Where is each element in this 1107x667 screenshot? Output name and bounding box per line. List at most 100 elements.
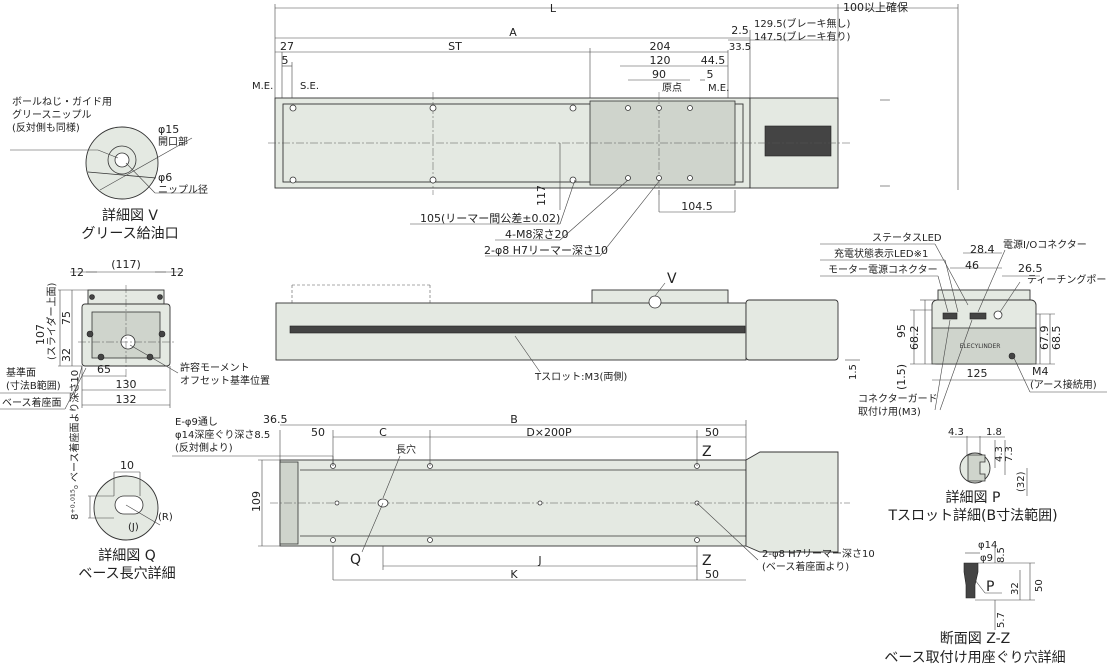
detail-v-title: 詳細図 V <box>102 208 158 224</box>
bolt-icon <box>429 104 437 112</box>
dim-50c: 50 <box>705 568 719 581</box>
note-e-hole-2: φ14深座ぐり深さ8.5 <box>175 428 270 441</box>
label-r: (R) <box>158 512 173 523</box>
dim-1-5: 1.5 <box>848 364 859 380</box>
label-me2: M.E. <box>708 83 729 94</box>
right-end-view: ELECYLINDER ステータスLED 充電状態表示LED※1 モーター電源コ… <box>820 232 1107 418</box>
dim-C: C <box>379 426 387 439</box>
detail-p-title: 詳細図 P <box>946 490 1001 506</box>
top-view: L 100以上確保 A 129.5(ブレーキ無し) 147.5(ブレーキ有り) … <box>252 0 959 257</box>
dim-125: 125 <box>967 367 988 380</box>
dim-5-7: 5.7 <box>996 612 1007 628</box>
note-reamer-pitch: 105(リーマー間公差±0.02) <box>420 211 560 225</box>
dim-46: 46 <box>965 259 979 272</box>
dim-12b: 12 <box>170 266 184 279</box>
detail-p-subtitle: Tスロット詳細(B寸法範囲) <box>887 507 1057 524</box>
dim-brake: 147.5(ブレーキ有り) <box>754 30 851 43</box>
dim-phi14: φ14 <box>978 540 997 551</box>
note-m8: 4-M8深さ20 <box>505 228 568 241</box>
dim-27: 27 <box>280 40 294 53</box>
label-q: Q <box>350 552 361 568</box>
dim-5a: 5 <box>282 54 289 67</box>
note-grease-1: ボールねじ・ガイド用 <box>12 96 112 108</box>
section-zz: φ14 φ9 8.5 P 32 50 5.7 断面図 Z-Z ベース取付け用座ぐ… <box>884 540 1065 666</box>
detail-q-title: 詳細図 Q <box>98 548 155 564</box>
section-zz-title: 断面図 Z-Z <box>940 631 1010 647</box>
dim-J: J <box>537 554 541 567</box>
bolt-icon <box>569 104 577 112</box>
label-p: P <box>986 579 994 595</box>
label-moment-2: オフセット基準位置 <box>180 374 270 387</box>
dim-104-5: 104.5 <box>681 200 713 213</box>
label-guard-2: 取付け用(M3) <box>858 405 921 418</box>
note-grease-3: (反対側も同様) <box>12 121 80 134</box>
t-slot <box>289 325 746 334</box>
label-earth: (アース接続用) <box>1030 378 1097 391</box>
bottom-view: E-φ9通し φ14深座ぐり深さ8.5 (反対側より) 36.5 B 50 C … <box>172 413 875 581</box>
label-guard-1: コネクターガード <box>858 393 938 405</box>
dim-117-ref: (117) <box>111 258 141 271</box>
bolt-icon <box>569 176 577 184</box>
left-end-view: (117) 12 12 107 (スライダー上面) 75 32 65 130 1… <box>0 258 270 410</box>
dim-50-zz: 50 <box>1034 579 1045 592</box>
side-view: V Tスロット:M3(両側) 1.5 <box>275 271 860 383</box>
dim-1-5-ref: (1.5) <box>895 364 908 390</box>
label-status-led: ステータスLED <box>872 232 942 244</box>
side-motor <box>745 299 839 361</box>
dim-1-8: 1.8 <box>986 427 1002 438</box>
detail-q-subtitle: ベース長穴詳細 <box>78 566 175 582</box>
dim-120: 120 <box>650 54 671 67</box>
detail-v: ボールねじ・ガイド用 グリースニップル (反対側も同様) φ15 開口部 φ6 … <box>10 96 208 242</box>
section-z-top: Z <box>702 444 712 460</box>
brand-logo: ELECYLINDER <box>960 343 1001 350</box>
dim-4-3b: 4.3 <box>994 446 1005 462</box>
dim-32-zz: 32 <box>1010 582 1021 595</box>
dim-204: 204 <box>650 40 671 53</box>
label-base-face: ベース着座面 <box>2 396 62 409</box>
grease-nipple-icon <box>648 295 662 309</box>
dim-phi9: φ9 <box>980 553 993 564</box>
detail-p: 4.3 1.8 4.3 7.3 (32) 詳細図 P Tスロット詳細(B寸法範囲… <box>887 427 1057 524</box>
bolt-icon <box>429 176 437 184</box>
dim-depth: 8⁺⁰·⁰¹⁵₀ ベース着座面より深さ10 <box>68 370 81 520</box>
dim-K: K <box>510 568 518 581</box>
dim-109: 109 <box>250 491 263 512</box>
dim-7-3: 7.3 <box>1004 446 1015 462</box>
detail-q: 8⁺⁰·⁰¹⁵₀ ベース着座面より深さ10 10 (J) (R) 詳細図 Q ベ… <box>68 370 176 582</box>
label-slot: 長穴 <box>396 443 416 456</box>
bottom-motor <box>745 451 839 553</box>
label-me1: M.E. <box>252 81 273 92</box>
dim-D: D×200P <box>526 426 572 439</box>
dim-clearance: 100以上確保 <box>843 0 908 14</box>
label-nipple: ニップル径 <box>158 183 208 196</box>
dim-26-5: 26.5 <box>1018 262 1043 275</box>
dim-67-9: 67.9 <box>1038 326 1051 351</box>
label-opening: 開口部 <box>158 135 188 148</box>
label-v: V <box>667 271 677 287</box>
bolt-icon <box>289 176 297 184</box>
dim-ST: ST <box>448 40 462 53</box>
dim-phi6: φ6 <box>158 171 172 184</box>
note-reamer-bottom-2: (ベース着座面より) <box>762 560 849 573</box>
dim-33-5: 33.5 <box>729 42 751 53</box>
dim-50b: 50 <box>705 426 719 439</box>
dim-B: B <box>510 413 518 426</box>
label-moment-1: 許容モーメント <box>180 361 250 374</box>
dim-2-5: 2.5 <box>731 24 749 37</box>
motor-fins <box>764 125 832 157</box>
dim-phi15: φ15 <box>158 123 179 136</box>
note-reamer: 2-φ8 H7リーマー深さ10 <box>484 244 608 257</box>
dim-68-2: 68.2 <box>908 326 921 351</box>
dim-12a: 12 <box>70 266 84 279</box>
bolt-icon <box>289 104 297 112</box>
dim-107: 107 <box>34 324 47 345</box>
label-origin: 原点 <box>662 82 682 94</box>
dim-A: A <box>509 26 517 39</box>
note-reamer-bottom-1: 2-φ8 H7リーマー深さ10 <box>762 548 875 560</box>
dim-32: 32 <box>60 348 73 362</box>
dim-65: 65 <box>97 363 111 376</box>
dim-10: 10 <box>120 459 134 472</box>
label-motor-connector: モーター電源コネクター <box>828 263 938 276</box>
label-io-connector: 電源I/Oコネクター <box>1003 238 1087 251</box>
